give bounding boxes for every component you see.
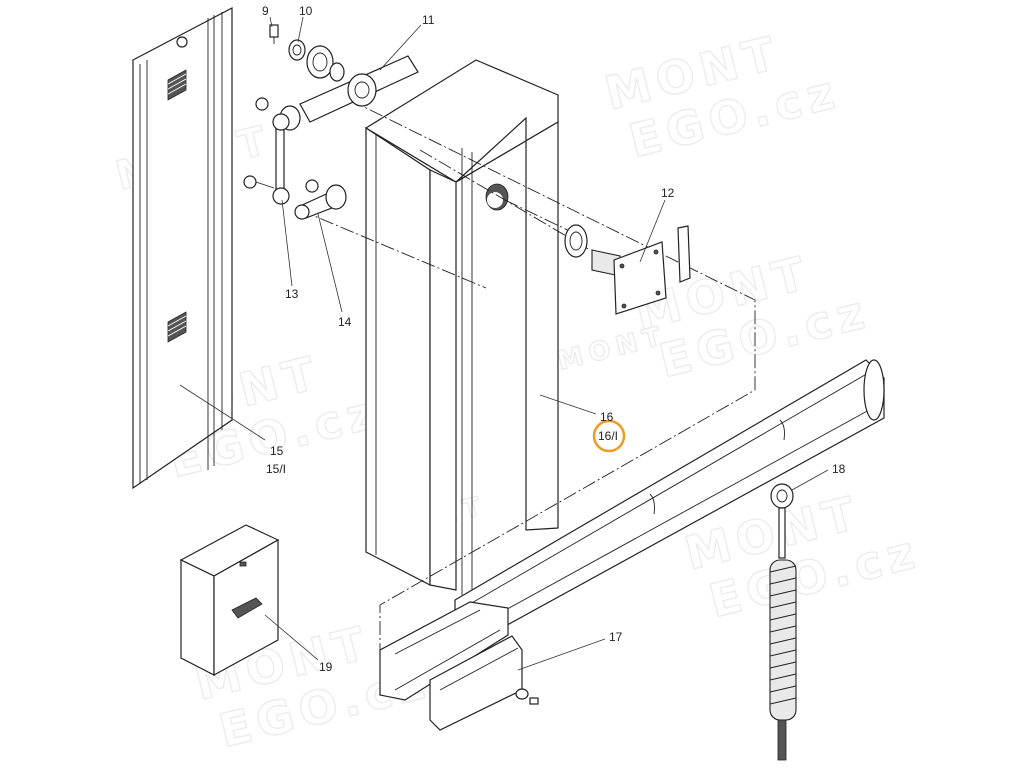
part-sublabel-16: 16/I [598,429,618,443]
base-channel [379,601,509,701]
lock-icon [176,36,188,48]
part-label-11: 11 [422,13,435,27]
part-label-15: 15 [270,444,284,458]
part-14-crank [294,179,347,220]
part-17-bracket [429,635,539,731]
part-labels: 9 10 11 12 13 14 15 15/I 16 16/I 17 18 1… [262,4,846,674]
vent-louver [167,69,187,101]
part-18-spring [769,483,797,761]
part-label-10: 10 [299,4,313,18]
part-label-17: 17 [609,630,623,644]
part-9-bolt [269,24,279,44]
part-15-door-panel [132,7,233,490]
part-label-9: 9 [262,4,269,18]
part-13-rod [243,97,290,205]
watermark-text: MONT [554,321,669,377]
part-12-shaft-flange [564,224,691,315]
part-label-19: 19 [319,660,333,674]
part-label-14: 14 [338,315,352,329]
highlight-ring [592,419,626,453]
vent-louver [167,311,187,343]
leader-lines [179,16,829,671]
part-10-bearing [288,39,345,82]
logo-icon [231,597,263,619]
part-sublabel-15: 15/I [266,462,286,476]
part-label-12: 12 [661,186,675,200]
part-label-16: 16 [600,410,614,424]
part-label-13: 13 [285,287,299,301]
keyhole-icon [239,561,247,567]
part-16-housing [364,59,559,595]
part-label-18: 18 [832,462,846,476]
part-19-control-box [179,524,280,677]
